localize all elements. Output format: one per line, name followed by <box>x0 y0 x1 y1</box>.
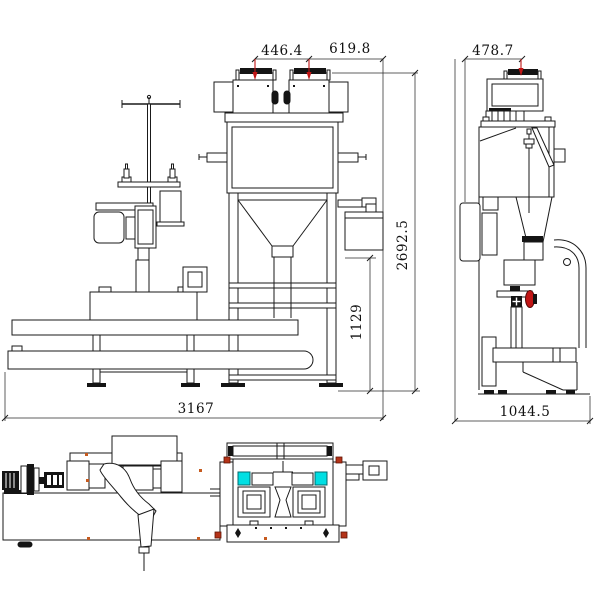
hopper-clamps <box>271 90 291 105</box>
fiducial-bottom-left <box>214 531 222 539</box>
side-funnel <box>503 196 553 286</box>
plan-view <box>2 435 388 571</box>
plan-weigher <box>210 442 388 543</box>
dim-top-width-right-label: 619.8 <box>329 41 371 57</box>
plan-opening-right <box>292 486 326 518</box>
dim-overall-height-label: 2692.5 <box>395 220 411 271</box>
side-clamp <box>496 286 537 308</box>
side-view <box>459 69 590 395</box>
sewing-unit <box>87 94 200 387</box>
bag-chair <box>478 336 590 395</box>
bagging-machine <box>182 68 384 387</box>
dimension-layer: 446.4 619.8 2692.5 1129 3167 478.7 <box>1 41 594 425</box>
side-curved-arm <box>553 239 587 348</box>
weigher-cabinet <box>198 112 367 194</box>
spool-plate <box>117 163 181 188</box>
plan-right-arm <box>345 460 388 481</box>
side-column <box>510 306 523 351</box>
feed-hopper-left <box>213 68 277 114</box>
lower-conveyor <box>7 345 314 370</box>
dim-overall-length-label: 3167 <box>178 401 215 417</box>
conveyors <box>7 319 314 370</box>
feed-hopper-right <box>288 68 349 114</box>
sewing-head <box>93 190 185 293</box>
bent-discharge-duct <box>99 462 157 571</box>
dim-hopper-spacing-label: 446.4 <box>261 43 303 59</box>
upper-conveyor <box>11 319 299 336</box>
hopper-funnel <box>237 199 328 318</box>
pedestal <box>87 286 200 387</box>
plan-opening-left <box>237 486 271 518</box>
dim-discharge-height-label: 1129 <box>349 304 365 341</box>
fiducial-bottom-right <box>340 531 348 539</box>
fiducial-top-left <box>223 456 231 464</box>
cyan-highlight-right <box>314 471 328 486</box>
side-monitor <box>485 69 544 122</box>
dim-side-depth-label: 1044.5 <box>500 404 551 420</box>
plan-conveyor-deck <box>2 492 221 548</box>
side-left-panel <box>459 196 499 262</box>
bag-holder <box>182 266 208 293</box>
drive-motor <box>2 460 106 495</box>
gearbox <box>44 472 64 488</box>
control-box <box>337 197 384 251</box>
dim-side-top-width-label: 478.7 <box>472 43 514 59</box>
cyan-highlight-left <box>237 471 251 486</box>
orange-markers <box>85 453 267 540</box>
front-view <box>7 68 384 387</box>
fiducial-top-right <box>335 456 343 464</box>
